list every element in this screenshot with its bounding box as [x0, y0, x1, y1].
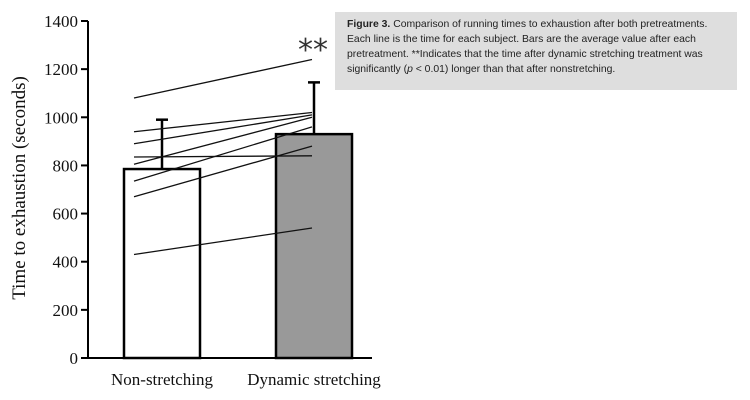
y-tick-label: 0	[70, 349, 79, 368]
y-tick-label: 400	[53, 253, 79, 272]
subject-line	[133, 126, 313, 182]
x-category-label: Non-stretching	[111, 370, 213, 389]
figure-caption: Figure 3. Comparison of running times to…	[335, 12, 737, 90]
bar	[122, 167, 202, 360]
y-tick-label: 1000	[44, 108, 78, 127]
significance-label: **	[298, 33, 328, 68]
bar	[274, 132, 354, 360]
y-tick-label: 600	[53, 205, 79, 224]
y-tick-label: 1200	[44, 60, 78, 79]
caption-p: p	[407, 64, 413, 76]
caption-text-2: < 0.01) longer than that after nonstretc…	[412, 64, 616, 76]
subject-line	[133, 58, 313, 99]
caption-text-1: Comparison of running times to exhaustio…	[347, 19, 708, 76]
subject-line	[133, 114, 313, 145]
y-tick-label: 1400	[44, 12, 78, 31]
subject-line	[133, 116, 313, 165]
subject-line	[133, 145, 313, 198]
subject-line	[133, 227, 313, 256]
x-category-label: Dynamic stretching	[247, 370, 381, 389]
y-tick-label: 200	[53, 301, 79, 320]
y-axis-title: Time to exhaustion (seconds)	[9, 76, 30, 300]
subject-line	[133, 111, 313, 133]
caption-label: Figure 3.	[347, 19, 391, 30]
y-tick-label: 800	[53, 156, 79, 175]
